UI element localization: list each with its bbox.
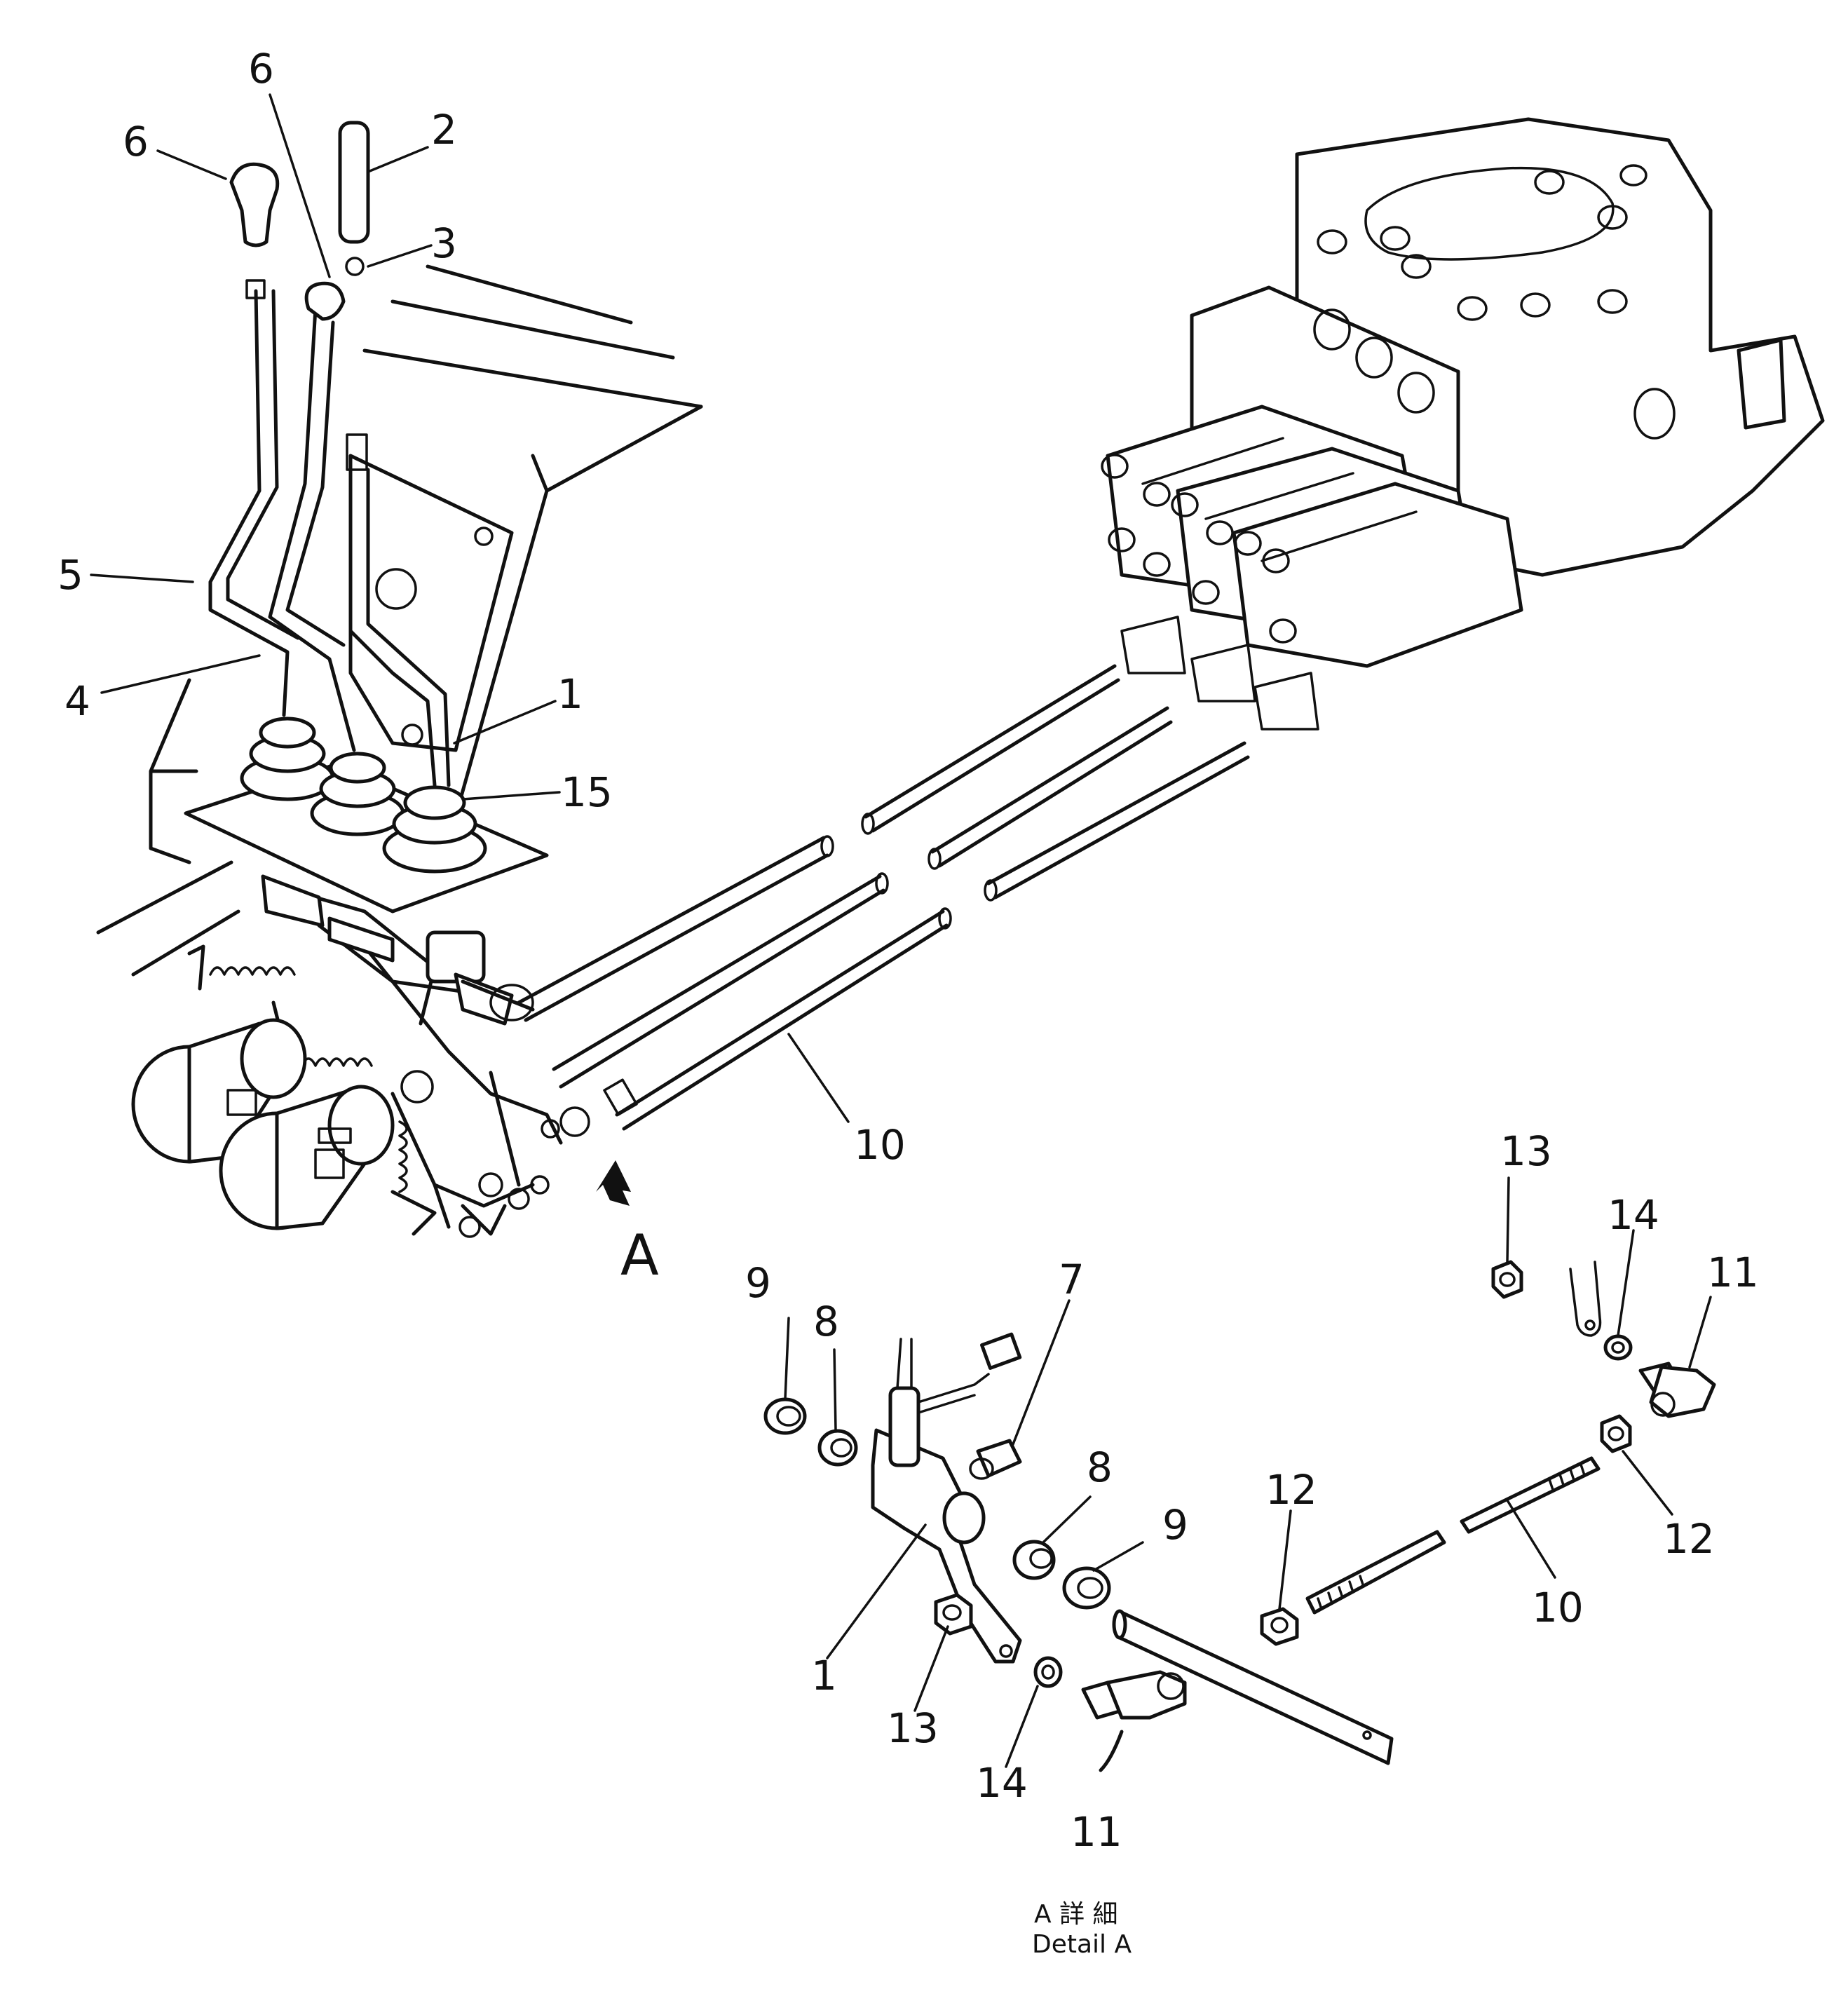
callout-6-lever: 6 xyxy=(248,45,274,93)
callout-11-upper: 11 xyxy=(1707,1249,1759,1296)
callout-10-detail: 10 xyxy=(1532,1584,1584,1631)
callout-2: 2 xyxy=(431,106,457,154)
callout-9-right: 9 xyxy=(1162,1501,1188,1549)
callout-10-cable: 10 xyxy=(854,1121,906,1169)
arrow-a-icon xyxy=(596,1160,631,1206)
control-cables xyxy=(517,664,1250,1131)
callout-3: 3 xyxy=(431,219,457,267)
callout-4: 4 xyxy=(64,677,90,725)
callout-12-upper: 12 xyxy=(1663,1515,1715,1563)
callout-13-lower: 13 xyxy=(887,1704,939,1752)
detail-caption-english: Detail A xyxy=(1032,1930,1132,1959)
callout-6-knob: 6 xyxy=(123,118,149,165)
callout-9-left: 9 xyxy=(745,1259,771,1307)
detail-caption-japanese: A 詳 細 xyxy=(1034,1900,1118,1929)
callout-13-upper: 13 xyxy=(1500,1127,1552,1175)
callouts: 6 6 2 3 5 4 1 15 10 A 9 8 7 8 9 1 13 14 … xyxy=(57,45,1759,1856)
detail-a-exploded-view xyxy=(763,1260,1716,1772)
callout-8-right: 8 xyxy=(1087,1444,1113,1491)
callout-14-upper: 14 xyxy=(1608,1191,1659,1239)
control-valve xyxy=(1101,117,1825,731)
callout-15: 15 xyxy=(561,768,613,816)
callout-1-lever: 1 xyxy=(557,670,583,718)
callout-8-left: 8 xyxy=(813,1298,839,1345)
callout-11-lower: 11 xyxy=(1071,1808,1122,1856)
view-marker-a: A xyxy=(620,1223,659,1288)
callout-7: 7 xyxy=(1059,1256,1085,1303)
callout-1-detail: 1 xyxy=(811,1652,837,1699)
leader-lines xyxy=(90,93,1712,1768)
callout-5: 5 xyxy=(57,551,83,599)
control-lever-assembly xyxy=(96,121,703,1238)
callout-12-lower: 12 xyxy=(1265,1466,1317,1514)
callout-14-lower: 14 xyxy=(976,1759,1028,1807)
